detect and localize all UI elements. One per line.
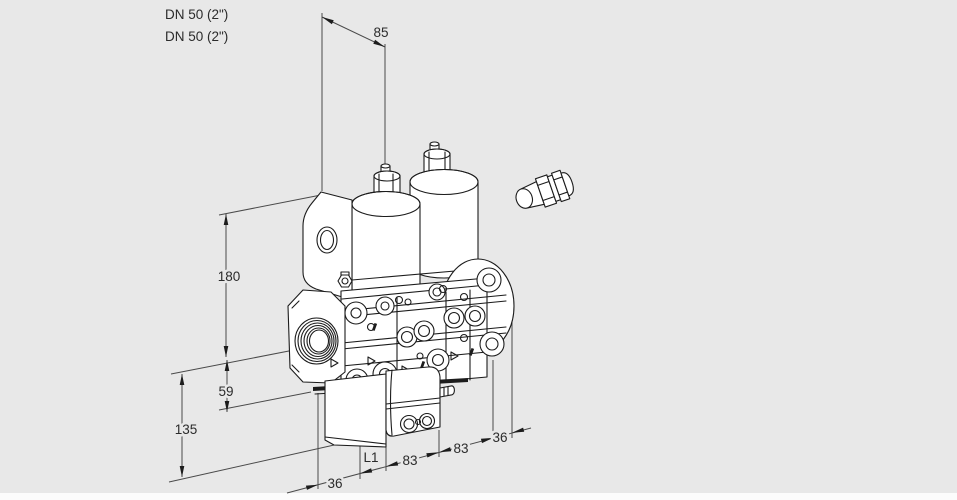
valve-body-drawing bbox=[287, 141, 515, 448]
dim-L1-label: L1 bbox=[363, 450, 378, 465]
solenoid-coil-left bbox=[351, 163, 421, 296]
dim-59-label: 59 bbox=[218, 384, 233, 399]
dim-36-left-label: 36 bbox=[327, 476, 342, 491]
dim-83-first-label: 83 bbox=[402, 453, 417, 468]
labels: DN 50 (2") DN 50 (2") 85 180 59 135 36 L… bbox=[163, 5, 511, 494]
dim-83-second-label: 83 bbox=[453, 441, 468, 456]
left-flange-port bbox=[287, 289, 346, 384]
port-label-2: DN 50 (2") bbox=[165, 29, 228, 44]
body-top-hex-nut bbox=[337, 271, 353, 288]
port-slash-markers bbox=[372, 323, 475, 369]
dim-36-right-label: 36 bbox=[492, 430, 507, 445]
port-label-1: DN 50 (2") bbox=[165, 7, 228, 22]
dimension-arrowheads bbox=[179, 17, 525, 490]
footer-strip bbox=[0, 493, 957, 500]
cable-gland-part bbox=[515, 169, 574, 209]
dim-180-label: 180 bbox=[218, 269, 241, 284]
mounting-bracket bbox=[302, 191, 353, 301]
dim-85-label: 85 bbox=[373, 25, 388, 40]
bottom-attachment-box bbox=[324, 366, 455, 448]
solenoid-coil-right bbox=[409, 141, 479, 279]
dim-135-label: 135 bbox=[175, 422, 198, 437]
